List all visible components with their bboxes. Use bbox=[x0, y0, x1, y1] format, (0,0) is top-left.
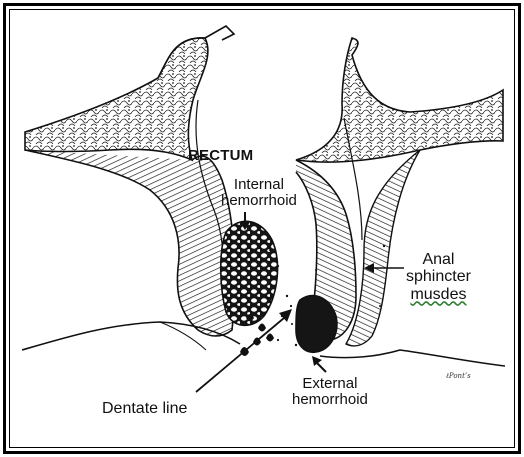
label-anal-sphincter-muscles: Anal sphincter musdes bbox=[406, 251, 471, 303]
label-external-hemorrhoid: External hemorrhoid bbox=[292, 376, 368, 408]
label-rectum: RECTUM bbox=[188, 148, 253, 164]
label-external-line2: hemorrhoid bbox=[292, 392, 368, 408]
label-internal-line2: hemorrhoid bbox=[221, 193, 297, 209]
label-anal-line2: sphincter bbox=[406, 268, 471, 285]
label-external-line1: External bbox=[292, 376, 368, 392]
artist-signature: ℓPont’s bbox=[446, 372, 471, 380]
label-anal-line1: Anal bbox=[406, 251, 471, 268]
right-rectal-wall bbox=[296, 38, 503, 346]
label-internal-hemorrhoid: Internal hemorrhoid bbox=[221, 177, 297, 209]
left-rectal-wall bbox=[25, 26, 235, 336]
label-dentate-line: Dentate line bbox=[102, 400, 187, 417]
label-anal-line3: musdes bbox=[406, 286, 471, 303]
label-internal-line1: Internal bbox=[221, 177, 297, 193]
internal-hemorrhoid-mass bbox=[221, 221, 278, 356]
arrow-external-hemorrhoid bbox=[312, 356, 326, 372]
